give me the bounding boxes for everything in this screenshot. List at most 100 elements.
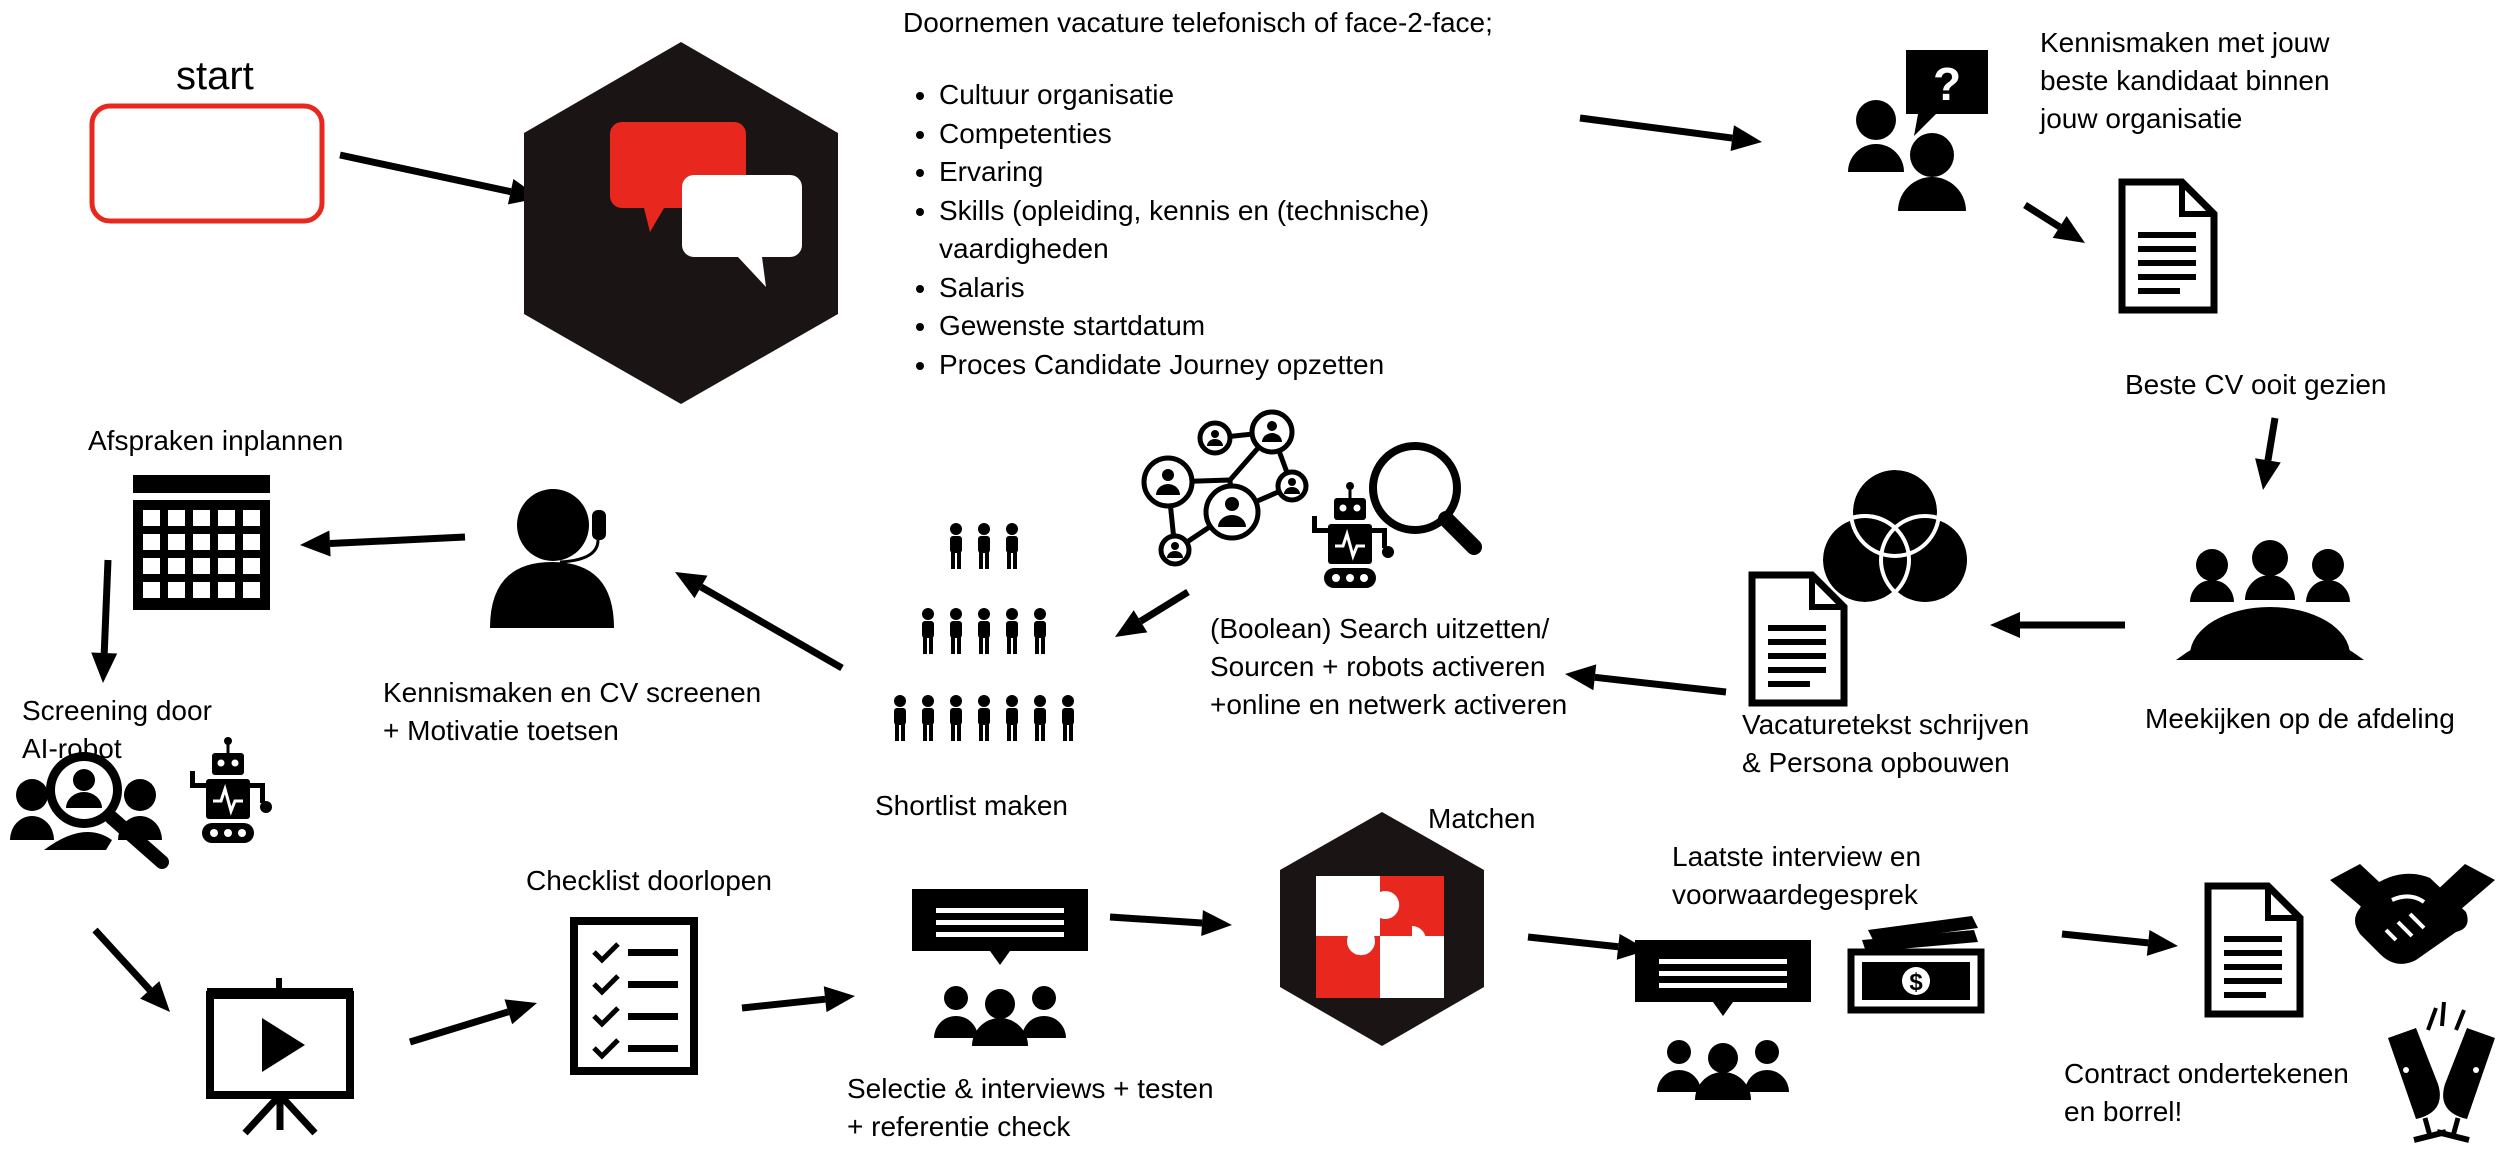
magnifier-icon — [1369, 442, 1482, 555]
label-line: Sourcen + robots activeren — [1210, 651, 1546, 682]
presentation-group-icon — [912, 889, 1088, 1046]
arrowhead — [675, 572, 708, 599]
vacancy-text-label: Vacaturetekst schrijven & Persona opbouw… — [1742, 706, 2029, 782]
final-interview-label: Laatste interview en voorwaardegesprek — [1672, 838, 1921, 914]
flow-arrow — [1579, 114, 1733, 142]
intake-title: Doornemen vacature telefonisch of face-2… — [903, 7, 1493, 38]
flow-arrow — [329, 533, 466, 548]
label-line: beste kandidaat binnen — [2040, 65, 2330, 96]
arrowhead — [1616, 933, 1648, 960]
flow-arrow — [2264, 417, 2279, 461]
money-icon: $ — [1847, 916, 1985, 1014]
person-figure — [1006, 523, 1018, 569]
intake-point-continued: vaardigheden — [939, 233, 1109, 264]
svg-text:$: $ — [1909, 969, 1923, 996]
label-line: Vacaturetekst schrijven — [1742, 709, 2030, 740]
document-icon — [2208, 886, 2300, 1014]
arrowhead — [1990, 612, 2020, 638]
label-line: voorwaardegesprek — [1672, 879, 1918, 910]
crowd-icon — [894, 523, 1074, 741]
arrowhead — [504, 999, 537, 1025]
flow-arrow — [339, 151, 512, 196]
intake-point: Salaris — [939, 269, 1429, 308]
arrowhead — [2146, 929, 2178, 956]
flow-arrow — [1527, 933, 1619, 951]
label-line: Kennismaken met jouw — [2040, 27, 2330, 58]
person-figure — [1062, 695, 1074, 741]
flow-arrow — [741, 995, 826, 1012]
screen-cv-label: Kennismaken en CV screenen + Motivatie t… — [383, 674, 761, 750]
person-figure — [978, 523, 990, 569]
person-figure — [978, 695, 990, 741]
flow-arrow — [2061, 930, 2149, 947]
arrowhead — [2255, 458, 2281, 490]
label-line: AI-robot — [22, 733, 122, 764]
document-icon — [1752, 575, 1844, 703]
intake-point: Competenties — [939, 115, 1429, 154]
puzzle-icon — [1280, 812, 1484, 1046]
department-label: Meekijken op de afdeling — [2145, 703, 2455, 734]
person-figure — [950, 608, 962, 654]
svg-text:?: ? — [1933, 58, 1961, 110]
venn-icon — [1819, 466, 1971, 606]
label-line: Kennismaken en CV screenen — [383, 677, 762, 708]
calendar-icon — [133, 475, 270, 610]
arrowhead — [1730, 125, 1762, 151]
meet-candidate-label: Kennismaken met jouw beste kandidaat bin… — [2040, 24, 2330, 138]
label-line: Contract ondertekenen — [2064, 1058, 2349, 1089]
arrowhead — [300, 530, 331, 557]
flow-arrow — [408, 1008, 510, 1046]
label-line: Selectie & interviews + testen — [847, 1073, 1214, 1104]
person-figure — [1034, 608, 1046, 654]
checklist-icon — [570, 917, 698, 1075]
person-figure — [950, 523, 962, 569]
intake-point: Cultuur organisatie — [939, 76, 1429, 115]
person-figure — [1006, 695, 1018, 741]
search-people-icon — [10, 752, 169, 869]
label-line: (Boolean) Search uitzetten/ — [1210, 613, 1550, 644]
label-line: jouw organisatie — [2040, 103, 2243, 134]
flow-arrow — [1594, 673, 1727, 696]
flow-arrow — [100, 559, 112, 654]
matching-label: Matchen — [1428, 803, 1536, 834]
contract-label: Contract ondertekenen en borrel! — [2064, 1055, 2349, 1131]
flow-arrow — [1138, 589, 1190, 625]
label-line: + Motivatie toetsen — [383, 715, 619, 746]
intake-point: Skills (opleiding, kennis en (technische… — [939, 192, 1429, 231]
best-cv-label: Beste CV ooit gezien — [2125, 369, 2387, 400]
selection-label: Selectie & interviews + testen + referen… — [847, 1070, 1214, 1146]
question-group-icon: ? — [1848, 50, 1988, 211]
champagne-icon — [2388, 1001, 2495, 1143]
document-icon — [2122, 182, 2214, 310]
search-label: (Boolean) Search uitzetten/ Sourcen + ro… — [1210, 610, 1567, 724]
chat-bubbles-icon — [524, 42, 838, 404]
label-line: +online en netwerk activeren — [1210, 689, 1568, 720]
arrowhead — [140, 981, 170, 1012]
label-line: Screening door — [22, 695, 212, 726]
person-figure — [978, 608, 990, 654]
label-line: en borrel! — [2064, 1096, 2183, 1127]
person-figure — [894, 695, 906, 741]
intake-point: Proces Candidate Journey opzetten — [939, 346, 1429, 385]
intake-point: Ervaring — [939, 153, 1429, 192]
person-figure — [1006, 608, 1018, 654]
flow-arrow — [1109, 913, 1203, 927]
shortlist-label: Shortlist maken — [875, 790, 1068, 821]
start-label: start — [176, 54, 254, 98]
ai-screening-label: Screening door AI-robot — [22, 692, 212, 768]
arrowhead — [2052, 215, 2085, 243]
label-line: + referentie check — [847, 1111, 1071, 1142]
video-board-icon — [206, 978, 354, 1136]
presentation-group-icon — [1635, 940, 1811, 1100]
label-line: & Persona opbouwen — [1742, 747, 2010, 778]
flow-arrow — [92, 927, 153, 993]
label-line: Laatste interview en — [1672, 841, 1922, 872]
arrowhead — [1565, 664, 1597, 691]
person-figure — [922, 608, 934, 654]
network-icon — [1141, 409, 1309, 567]
arrowhead — [823, 986, 855, 1013]
appointments-label: Afspraken inplannen — [88, 425, 344, 456]
person-figure — [950, 695, 962, 741]
